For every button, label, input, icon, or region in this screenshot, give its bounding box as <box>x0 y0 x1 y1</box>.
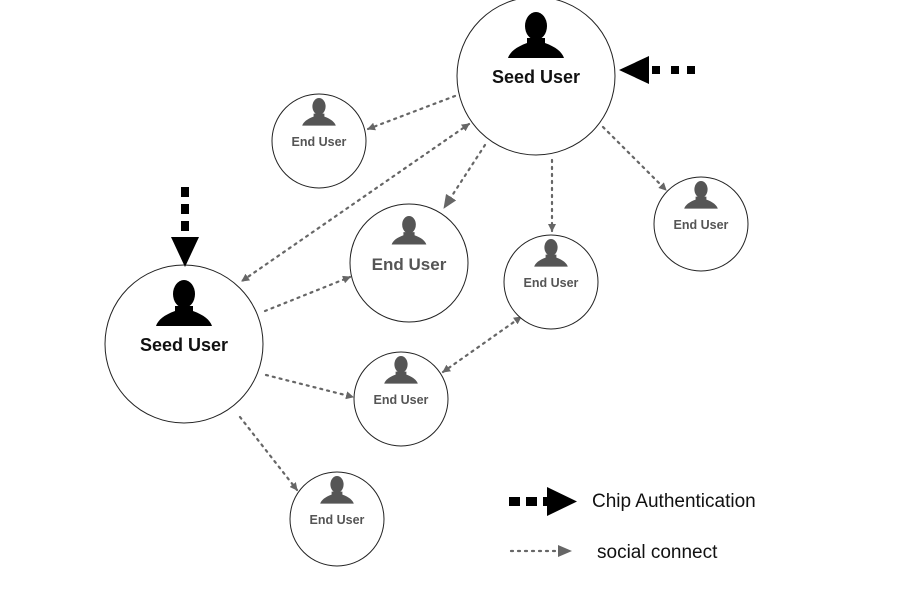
social-connect-edge-seed-left-to-end-e <box>264 373 355 400</box>
end-user-person-icon <box>330 476 344 493</box>
end-user-person-icon-body <box>391 232 427 245</box>
social-connect-edge-seed-top-to-end-b <box>442 143 487 210</box>
edge-layer <box>238 94 668 492</box>
seed-user-label: Seed User <box>140 335 228 355</box>
social-connect-edge-seed-top-to-end-d <box>601 125 668 192</box>
end-user-node-end-e: End User <box>353 351 449 447</box>
end-user-person-icon <box>694 181 708 198</box>
end-user-person-icon <box>544 239 558 256</box>
end-user-person-icon <box>312 98 326 115</box>
seed-user-label: Seed User <box>492 67 580 87</box>
node-circle <box>104 264 264 424</box>
legend-chip-label: Chip Authentication <box>592 491 756 512</box>
seed-user-person-icon <box>525 12 547 40</box>
node-circle <box>653 176 749 272</box>
chip-authentication-arrow-seed-top <box>619 56 695 84</box>
chip-arrow-layer <box>171 56 695 267</box>
end-user-label: End User <box>524 276 579 290</box>
end-user-person-icon-body <box>384 371 418 384</box>
end-user-node-end-f: End User <box>289 471 385 567</box>
legend-social-icon <box>509 545 572 557</box>
end-user-label: End User <box>310 513 365 527</box>
end-user-person-icon-body <box>320 491 354 504</box>
end-user-person-icon-body <box>302 113 336 126</box>
end-user-person-icon <box>394 356 408 373</box>
node-circle <box>271 93 367 189</box>
node-circle <box>353 351 449 447</box>
social-connect-edge-seed-left-to-end-f <box>238 415 299 492</box>
seed-user-node-seed-left: Seed User <box>104 264 264 424</box>
chip-authentication-arrow-seed-left <box>171 187 199 267</box>
node-circle <box>456 0 616 156</box>
social-connect-edge-seed-top-to-end-a <box>366 94 457 131</box>
end-user-label: End User <box>292 135 347 149</box>
node-circle <box>349 203 469 323</box>
node-circle <box>503 234 599 330</box>
end-user-person-icon-body <box>534 254 568 267</box>
end-user-label: End User <box>372 255 447 274</box>
end-user-node-end-a: End User <box>271 93 367 189</box>
seed-user-node-seed-top: Seed User <box>456 0 616 156</box>
end-user-person-icon <box>402 216 416 234</box>
end-user-label: End User <box>374 393 429 407</box>
social-connect-edge-end-e-to-end-c <box>441 315 523 374</box>
seed-user-person-icon <box>173 280 195 308</box>
legend-social-label: social connect <box>597 542 718 563</box>
social-connect-edge-seed-top-to-seed-left <box>240 122 471 283</box>
node-circle <box>289 471 385 567</box>
end-user-person-icon-body <box>684 196 718 209</box>
end-user-node-end-c: End User <box>503 234 599 330</box>
legend: Chip Authentication social connect <box>509 487 756 563</box>
end-user-node-end-d: End User <box>653 176 749 272</box>
legend-chip-icon <box>509 487 577 516</box>
seed-user-person-icon-body <box>156 306 212 326</box>
seed-user-person-icon-body <box>508 38 564 58</box>
social-connect-edge-seed-left-to-end-b <box>263 275 352 313</box>
end-user-label: End User <box>674 218 729 232</box>
end-user-node-end-b: End User <box>349 203 469 323</box>
